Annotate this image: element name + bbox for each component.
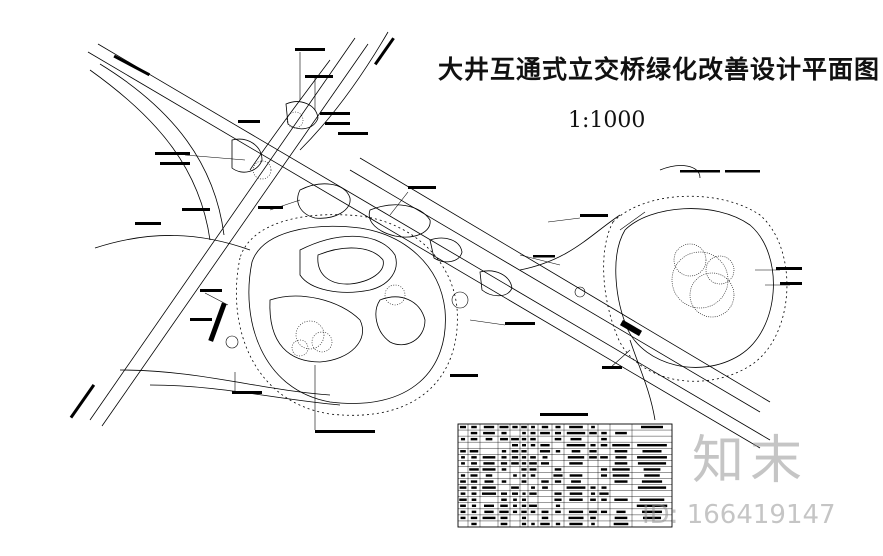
road-name-marks [69, 37, 395, 419]
tree-clusters [225, 111, 735, 357]
cross-road [89, 31, 389, 427]
annotation-leaders [184, 52, 790, 430]
annotation-labels [135, 48, 802, 433]
drawing-title: 大井互通式立交桥绿化改善设计平面图 [438, 55, 881, 84]
plant-legend-table [457, 413, 673, 528]
right-loop-ramp [519, 195, 788, 421]
west-ramps [89, 63, 341, 406]
drawing-scale: 1:1000 [568, 108, 646, 133]
watermark-logo: 知末 [692, 431, 809, 491]
left-loop-ramp [236, 214, 458, 416]
main-highway [87, 43, 771, 449]
watermark-id: ID: 166419147 [642, 500, 836, 530]
planting-areas [231, 101, 701, 363]
